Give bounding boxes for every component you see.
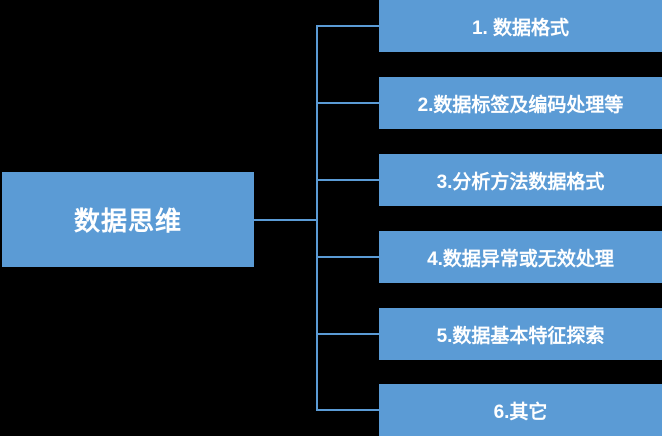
spine-line xyxy=(316,25,318,411)
branch-node-4[interactable]: 4.数据异常或无效处理 xyxy=(379,231,662,283)
root-node-label: 数据思维 xyxy=(73,206,182,236)
branch-node-5[interactable]: 5.数据基本特征探索 xyxy=(379,308,662,360)
branch-node-label: 3.分析方法数据格式 xyxy=(436,171,605,193)
branch-node-3[interactable]: 3.分析方法数据格式 xyxy=(379,154,662,206)
branch-node-1[interactable]: 1. 数据格式 xyxy=(379,0,662,52)
branch-node-label: 2.数据标签及编码处理等 xyxy=(417,94,624,116)
branch-node-label: 1. 数据格式 xyxy=(471,17,570,39)
root-node[interactable]: 数据思维 xyxy=(2,172,254,267)
branch-connector-line-6 xyxy=(318,409,379,411)
branch-connector-line-5 xyxy=(318,333,379,335)
branch-node-label: 6.其它 xyxy=(493,401,548,423)
branch-node-2[interactable]: 2.数据标签及编码处理等 xyxy=(379,77,662,129)
branch-connector-line-2 xyxy=(318,102,379,104)
branch-connector-line-3 xyxy=(318,179,379,181)
branch-connector-line-1 xyxy=(318,25,379,27)
branch-node-6[interactable]: 6.其它 xyxy=(379,384,662,436)
root-branch-connector-line xyxy=(254,219,317,221)
branch-connector-line-4 xyxy=(318,256,379,258)
branch-node-label: 5.数据基本特征探索 xyxy=(436,325,605,347)
branch-node-label: 4.数据异常或无效处理 xyxy=(427,248,614,270)
